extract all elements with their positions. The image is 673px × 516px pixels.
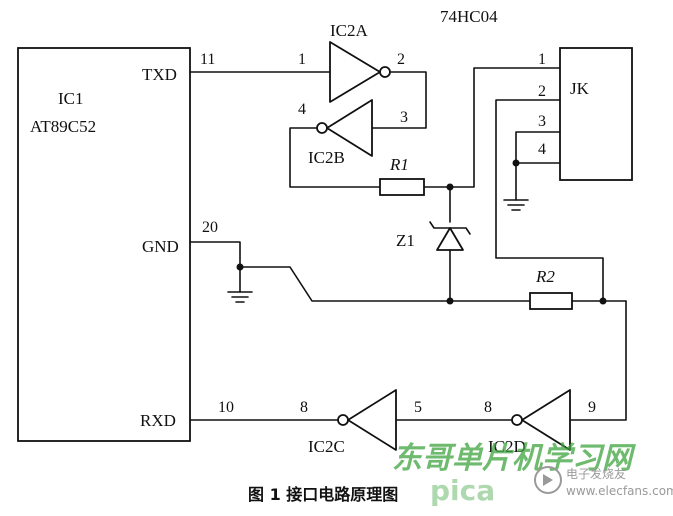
- pin-9: 9: [588, 399, 596, 416]
- gate-ic2b: [316, 99, 373, 157]
- watermark-url: www.elecfans.com: [566, 484, 673, 498]
- ic1-txd-label: TXD: [142, 65, 177, 84]
- ic2b-triangle: [326, 99, 373, 157]
- watermark-site: 电子发烧友: [566, 466, 626, 481]
- resistor-r1: [379, 178, 425, 196]
- pin-8b: 8: [484, 399, 492, 416]
- z1-label: Z1: [396, 231, 415, 250]
- gate-ic2a: [329, 41, 391, 103]
- z1-triangle: [436, 227, 464, 251]
- ic2a-label: IC2A: [330, 21, 369, 40]
- pin-11: 11: [200, 51, 215, 68]
- jk-name: JK: [570, 79, 590, 98]
- pin-1: 1: [298, 51, 306, 68]
- ic1-body: [17, 47, 191, 442]
- pin-8a: 8: [300, 399, 308, 416]
- watermark-latin: pica: [430, 474, 495, 507]
- wire-4-to-r1: [289, 127, 381, 188]
- pin-5: 5: [414, 399, 422, 416]
- gate-ic2d: [511, 389, 571, 451]
- jk-pin-3: 3: [538, 113, 546, 130]
- wire-gnd: [189, 241, 531, 302]
- pin-20: 20: [202, 219, 218, 236]
- ic2d-label: IC2D: [488, 437, 526, 456]
- jk-connector: JK 1 2 3 4: [538, 47, 633, 181]
- chip-part-label: 74HC04: [440, 7, 498, 26]
- r2-label: R2: [535, 267, 555, 286]
- ic2b-label: IC2B: [308, 148, 345, 167]
- junction-r2-node: [599, 297, 607, 305]
- wire-node-to-jk1: [449, 67, 561, 188]
- wire-2-to-3: [371, 71, 427, 129]
- resistor-r2: [529, 292, 573, 310]
- gate-ic2c: [337, 389, 397, 451]
- wire-to-pin9: [569, 300, 627, 421]
- junction-jk-gnd: [512, 159, 520, 167]
- zener-z1: [429, 221, 471, 251]
- ground-symbol-ic1: [227, 291, 253, 303]
- ic1-gnd-label: GND: [142, 237, 179, 256]
- ic2a-triangle: [329, 41, 381, 103]
- ground-symbol-jk: [503, 199, 529, 211]
- wire-jk4: [515, 162, 561, 201]
- wire-jk2: [495, 99, 604, 302]
- ic1-name: IC1: [58, 89, 84, 108]
- pin-2: 2: [397, 51, 405, 68]
- r1-label: R1: [389, 155, 409, 174]
- pin-4: 4: [298, 101, 306, 118]
- wire-jk3: [515, 131, 561, 164]
- ic2c-bubble: [337, 414, 349, 426]
- ic2d-bubble: [511, 414, 523, 426]
- pin-3: 3: [400, 109, 408, 126]
- pin-10: 10: [218, 399, 234, 416]
- ic1-part: AT89C52: [30, 117, 96, 136]
- figure-caption: 图 1 接口电路原理图: [248, 485, 398, 504]
- jk-pin-4: 4: [538, 141, 546, 158]
- ic2c-label: IC2C: [308, 437, 345, 456]
- ic2d-triangle: [521, 389, 571, 451]
- ic1-chip: IC1 AT89C52 TXD GND RXD: [17, 47, 191, 442]
- z1-bar: [429, 221, 471, 235]
- ic2c-triangle: [347, 389, 397, 451]
- jk-pin-1: 1: [538, 51, 546, 68]
- ic1-rxd-label: RXD: [140, 411, 176, 430]
- elecfans-logo: [534, 466, 562, 494]
- ic2a-bubble: [379, 66, 391, 78]
- jk-pin-2: 2: [538, 83, 546, 100]
- watermark-cn: 东哥单片机学习网: [392, 441, 636, 476]
- ic2b-bubble: [316, 122, 328, 134]
- jk-body: [559, 47, 633, 181]
